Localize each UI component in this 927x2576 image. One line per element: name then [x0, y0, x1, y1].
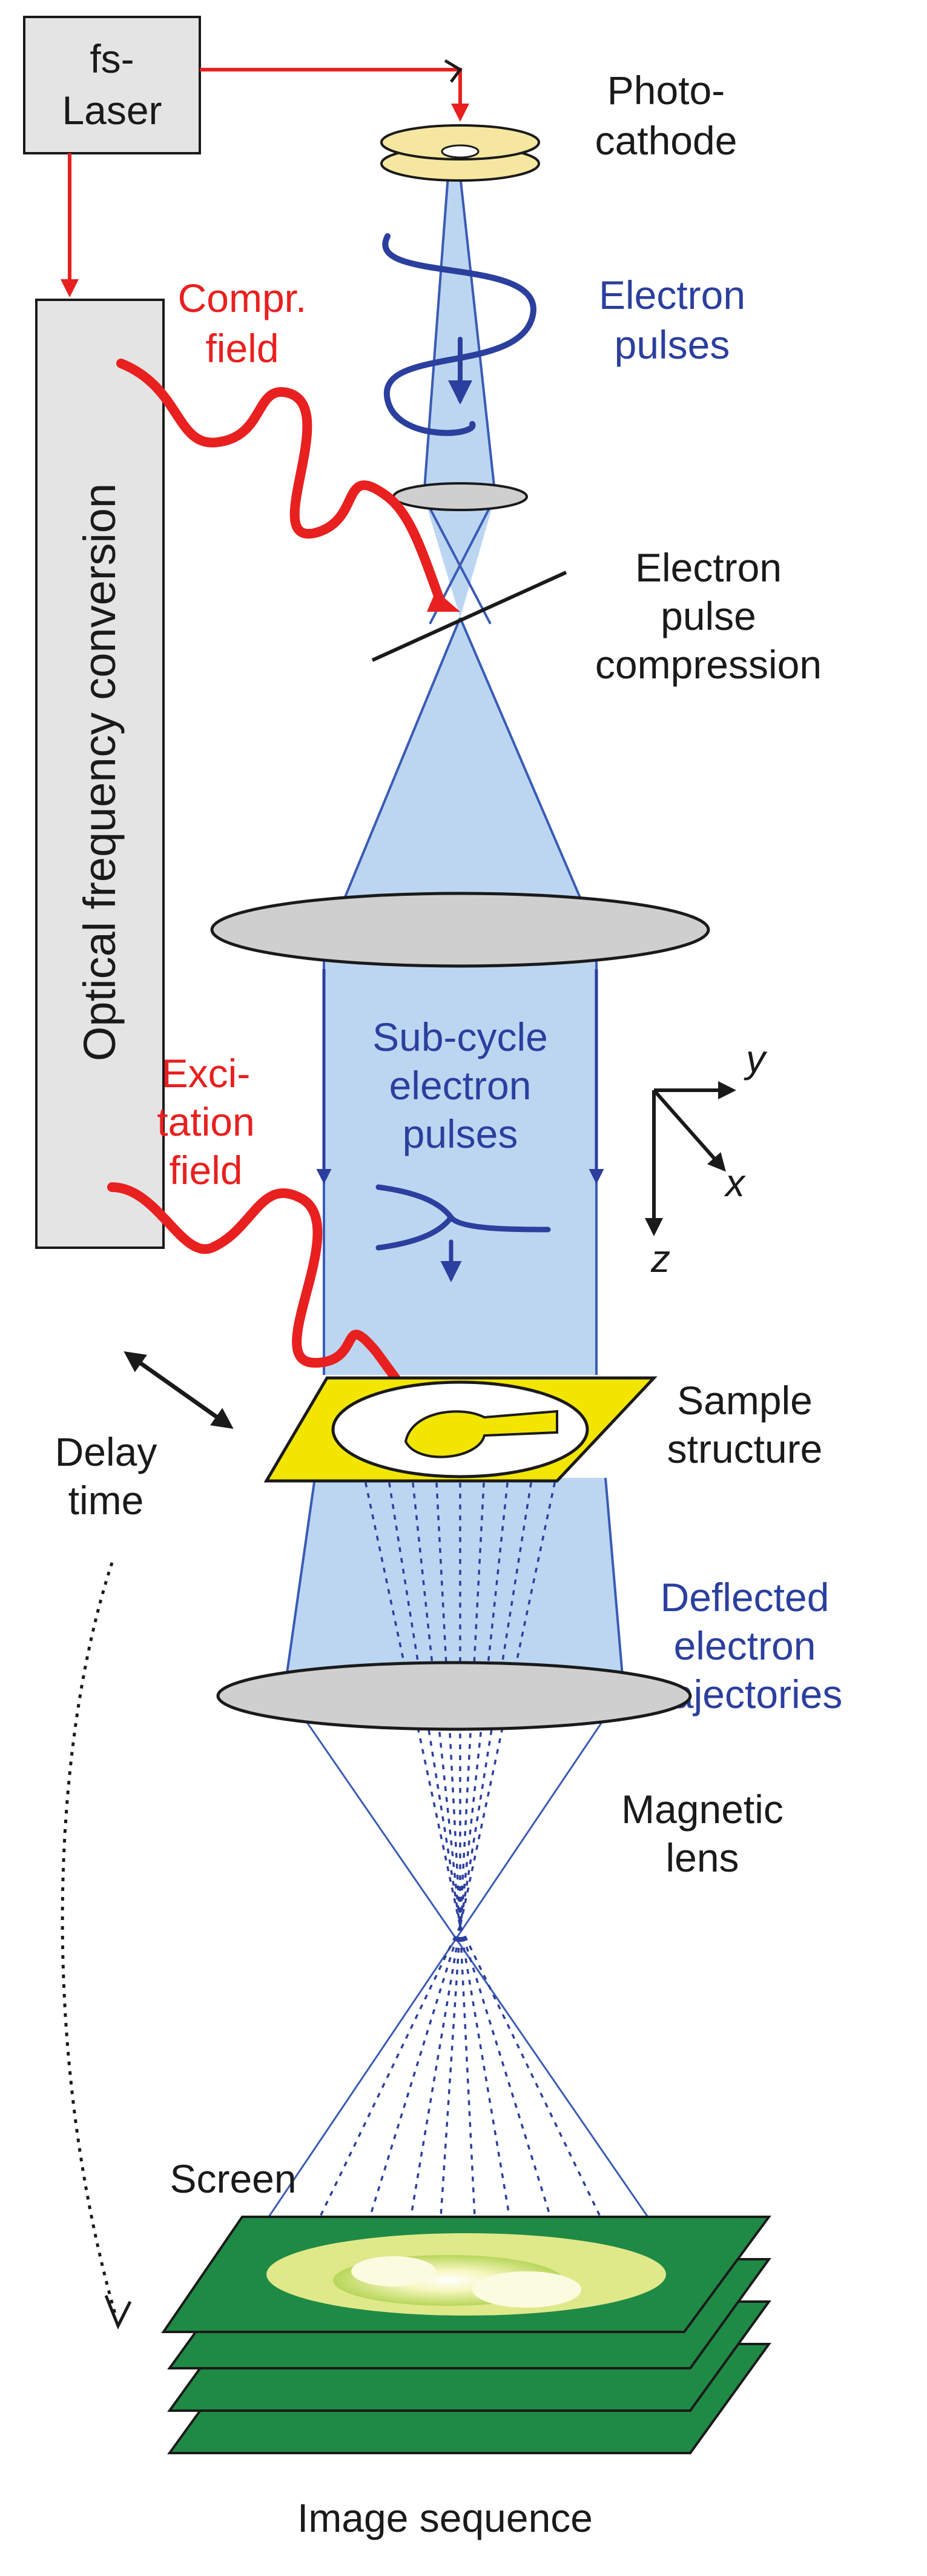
excitation-field-wave — [107, 1182, 441, 1428]
photocathode-label-line2: cathode — [595, 118, 737, 163]
magnetic-label-line1: Magnetic — [621, 1787, 783, 1832]
sample-label-line2: structure — [667, 1426, 823, 1471]
sample-structure — [263, 1376, 658, 1483]
objective-lens — [210, 892, 710, 968]
electron-pulses-label-line1: Electron — [599, 273, 745, 317]
deflected-label-line2: electron — [674, 1623, 816, 1668]
subcycle-label-line1: Sub-cycle — [372, 1015, 548, 1059]
excitation-label-line2: tation — [157, 1099, 254, 1144]
coordinate-axes — [645, 1081, 736, 1236]
compression-element — [371, 571, 567, 662]
electron-beam — [235, 175, 682, 2266]
delay-label-line1: Delay — [55, 1429, 157, 1474]
excitation-label-line1: Exci- — [162, 1051, 251, 1096]
laser-label-line2: Laser — [62, 88, 162, 133]
fs-laser-box: fs- Laser — [23, 16, 201, 154]
sample-label-line1: Sample — [677, 1378, 813, 1423]
axis-y-label: y — [744, 1037, 768, 1081]
photocathode-label-line1: Photo- — [607, 68, 725, 113]
electron-pulses-label-line2: pulses — [615, 322, 730, 367]
laser-kink — [444, 59, 463, 83]
photocathode — [380, 124, 540, 182]
optical-conversion-label: Optical frequency conversion — [74, 483, 125, 1061]
subcycle-pulse-waveform — [375, 1184, 551, 1282]
delay-time-arrow — [124, 1351, 234, 1429]
compression-label-line2: pulse — [661, 594, 756, 638]
condenser-lens — [392, 482, 528, 511]
compression-field-arrowhead — [427, 591, 460, 612]
screen-label: Screen — [170, 2156, 296, 2201]
compression-label-line1: Electron — [635, 545, 782, 590]
subcycle-label-line3: pulses — [403, 1111, 518, 1156]
magnetic-lens — [216, 1661, 692, 1731]
magnetic-label-line2: lens — [665, 1835, 739, 1880]
compression-label-line3: compression — [595, 642, 822, 687]
axis-z-label: z — [650, 1237, 670, 1280]
compr-field-label-line2: field — [205, 326, 279, 371]
axis-x-label: x — [724, 1161, 746, 1205]
compr-field-label-line1: Compr. — [178, 276, 307, 320]
excitation-label-line3: field — [169, 1148, 242, 1193]
optical-frequency-conversion-box: Optical frequency conversion — [35, 299, 165, 1249]
screen-stack — [161, 2216, 771, 2454]
image-sequence-label: Image sequence — [297, 2495, 593, 2540]
delay-to-sequence-arrow — [61, 1562, 117, 2314]
laser-label-line1: fs- — [90, 36, 134, 81]
delay-label-line2: time — [68, 1478, 144, 1523]
deflected-label-line1: Deflected — [661, 1575, 830, 1620]
electron-pulse-spiral — [382, 233, 536, 436]
compression-field-wave — [116, 359, 447, 611]
subcycle-label-line2: electron — [389, 1063, 532, 1108]
delay-arrowhead — [104, 2295, 132, 2330]
